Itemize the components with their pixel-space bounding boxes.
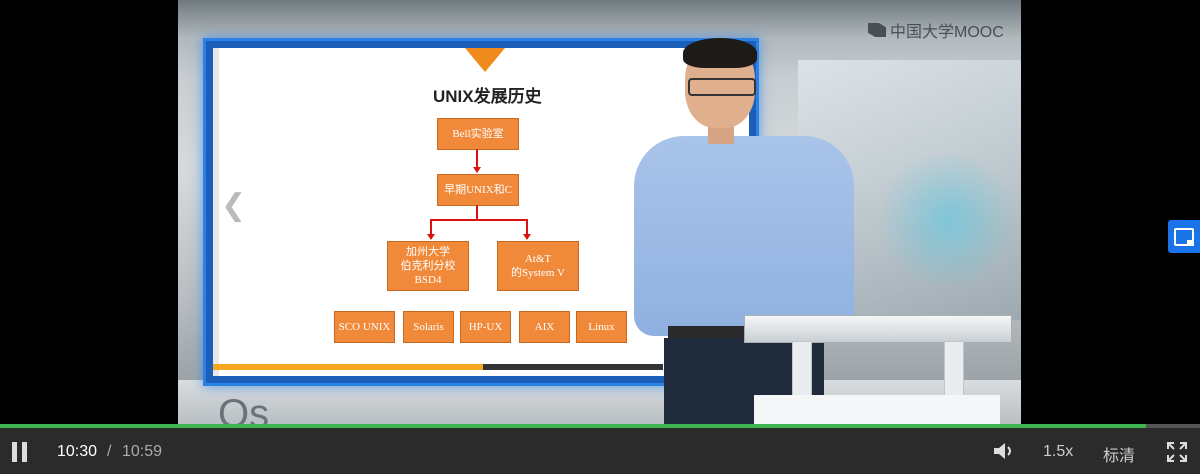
box-solaris: Solaris <box>403 311 454 343</box>
connector <box>476 149 478 169</box>
connector <box>526 219 528 235</box>
mooc-logo-icon <box>868 23 886 37</box>
speaker-icon <box>994 443 1011 459</box>
podium <box>744 315 1012 424</box>
mooc-logo-text: 中国大学MOOC <box>890 24 1004 41</box>
connector-arrow <box>427 234 435 240</box>
box-att: At&T 的System V <box>497 241 579 291</box>
box-early-unix-label: 早期UNIX和C <box>444 184 512 196</box>
box-solaris-label: Solaris <box>413 321 444 333</box>
box-aix: AIX <box>519 311 570 343</box>
current-time: 10:30 <box>57 443 98 460</box>
picture-in-picture-icon <box>1174 227 1194 246</box>
studio-background-glow <box>878 150 1018 290</box>
pause-icon-bar <box>12 442 17 462</box>
pause-button[interactable] <box>12 442 28 462</box>
box-early-unix: 早期UNIX和C <box>437 174 519 206</box>
quality-button[interactable]: 标清 <box>1103 446 1136 465</box>
volume-button[interactable] <box>992 441 1016 461</box>
fullscreen-button[interactable] <box>1166 441 1188 463</box>
box-aix-label: AIX <box>534 321 555 333</box>
connector <box>476 205 478 219</box>
video-frame[interactable]: Os 中国大学MOOC ❮ UNIX发展历史 Bell实验室 早期UNIX和C <box>178 0 1021 424</box>
box-att-line1: At&T <box>524 253 552 265</box>
slide-left-bar <box>213 48 219 376</box>
connector <box>430 219 432 235</box>
box-bsd: 加州大学 伯克利分校 BSD4 <box>387 241 469 291</box>
box-bell-label: Bell实验室 <box>452 128 504 140</box>
box-linux: Linux <box>576 311 627 343</box>
seek-bar-progress <box>0 424 1146 428</box>
studio-floor-text: Os <box>218 392 270 424</box>
mooc-logo: 中国大学MOOC <box>868 18 1004 42</box>
slide-notch <box>465 48 505 72</box>
box-sco-unix-label: SCO UNIX <box>338 321 391 333</box>
control-bar: 10:30 / 10:59 1.5x 标清 <box>0 424 1200 474</box>
box-bell: Bell实验室 <box>437 118 519 150</box>
podium-leg <box>944 341 964 403</box>
box-hp-ux-label: HP-UX <box>468 321 503 333</box>
slide-progress-remaining <box>483 364 663 370</box>
box-bsd-line3: BSD4 <box>414 274 442 286</box>
connector-arrow <box>523 234 531 240</box>
box-linux-label: Linux <box>588 321 615 333</box>
slide-prev-arrow-icon: ❮ <box>221 188 247 223</box>
box-bsd-line2: 伯克利分校 <box>400 260 456 272</box>
total-time: 10:59 <box>122 443 163 460</box>
box-hp-ux: HP-UX <box>460 311 511 343</box>
fullscreen-icon <box>1167 442 1187 462</box>
picture-in-picture-button[interactable] <box>1168 220 1200 253</box>
slide-progress-bar <box>213 364 483 370</box>
playback-speed-button[interactable]: 1.5x <box>1043 443 1074 460</box>
box-sco-unix: SCO UNIX <box>334 311 395 343</box>
box-att-line2: 的System V <box>511 267 565 279</box>
presenter-shirt <box>634 136 854 336</box>
presenter-neck <box>708 124 734 144</box>
presenter-glasses <box>688 78 756 96</box>
pause-icon-bar <box>22 442 27 462</box>
connector <box>430 219 528 221</box>
connector-arrow <box>473 167 481 173</box>
slide-title: UNIX发展历史 <box>433 87 542 106</box>
box-bsd-line1: 加州大学 <box>406 246 450 258</box>
podium-top <box>744 315 1012 343</box>
podium-base <box>754 395 1000 424</box>
presenter-hair <box>683 38 757 68</box>
time-separator: / <box>107 443 112 460</box>
podium-leg <box>792 341 812 403</box>
seek-bar[interactable] <box>0 424 1200 428</box>
